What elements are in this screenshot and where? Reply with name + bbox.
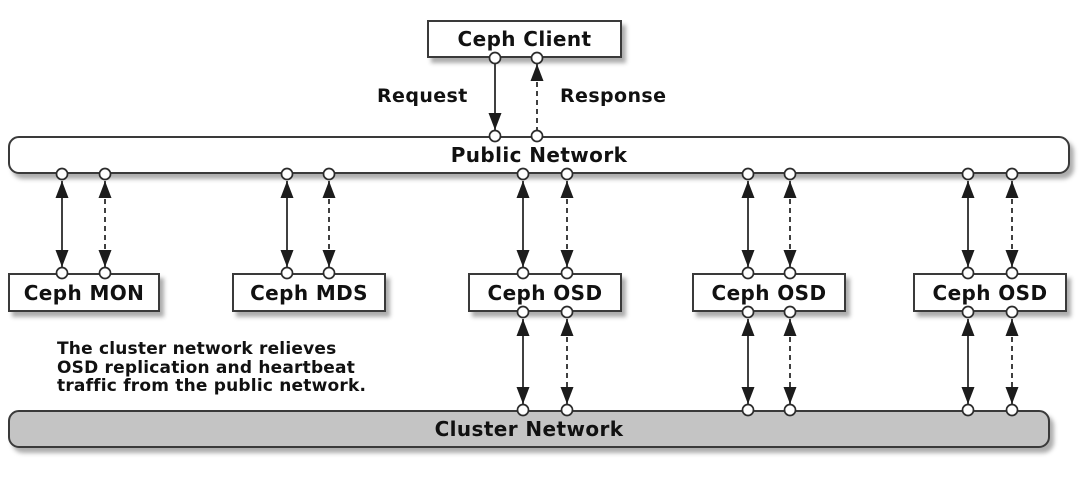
ceph-mon-label: Ceph MON [23, 280, 145, 305]
ceph-mds-label: Ceph MDS [250, 280, 368, 305]
request-label: Request [377, 85, 468, 107]
annotation-line-2: OSD replication and heartbeat [57, 357, 356, 378]
ceph-osd-2-label: Ceph OSD [711, 280, 827, 305]
node-ceph-osd-2: Ceph OSD [692, 273, 846, 312]
node-ceph-osd-3: Ceph OSD [913, 273, 1067, 312]
ceph-client-label: Ceph Client [457, 27, 592, 51]
ceph-osd-1-label: Ceph OSD [487, 280, 603, 305]
node-ceph-osd-1: Ceph OSD [468, 273, 622, 312]
node-ceph-mds: Ceph MDS [232, 273, 386, 312]
cluster-network-label: Cluster Network [434, 417, 624, 441]
ceph-osd-3-label: Ceph OSD [932, 280, 1048, 305]
annotation-line-1: The cluster network relieves [57, 339, 337, 359]
cluster-network-bar: Cluster Network [8, 410, 1050, 448]
node-ceph-client: Ceph Client [427, 20, 622, 58]
annotation-line-3: traffic from the public network. [57, 376, 367, 396]
node-ceph-mon: Ceph MON [8, 273, 160, 312]
public-network-bar: Public Network [8, 136, 1070, 174]
public-network-label: Public Network [450, 143, 628, 167]
response-label: Response [560, 85, 667, 107]
cluster-network-annotation: The cluster network relieves OSD replica… [57, 340, 366, 396]
